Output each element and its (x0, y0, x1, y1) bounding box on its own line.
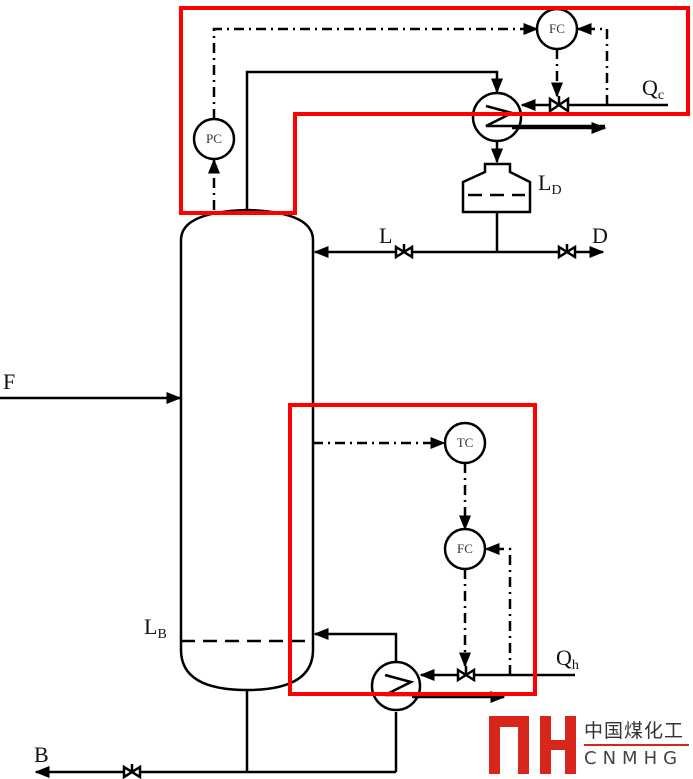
distillate-valve[interactable] (557, 244, 577, 260)
logo-chinese-text: 中国煤化工 (584, 720, 685, 742)
reboiler-vapor-return (313, 628, 398, 662)
logo-english-text: CNMHG (584, 748, 684, 769)
pc-label: PC (206, 131, 222, 146)
reboiler-duty-label: Qh (556, 645, 579, 673)
bottom-level-label: LB (144, 614, 167, 642)
condenser (471, 91, 523, 143)
bottoms-valve[interactable] (122, 764, 142, 779)
bottom-control-highlight (288, 403, 537, 696)
distillate-label: D (592, 223, 608, 248)
fc-top-label: FC (549, 21, 565, 36)
steam-flow-signal (484, 543, 512, 675)
reflux-valve[interactable] (394, 244, 414, 260)
tc-label: TC (457, 435, 474, 450)
distillation-column (179, 208, 315, 692)
top-control-highlight (179, 6, 690, 215)
bottoms-label: B (34, 742, 49, 767)
reflux-drum (461, 162, 532, 214)
logo-mark (489, 716, 576, 774)
feed-label: F (3, 369, 15, 394)
reflux-label: L (379, 223, 392, 248)
overhead-vapor-line (245, 70, 503, 210)
coolant-valve[interactable] (548, 96, 570, 114)
coolant-flow-signal (576, 23, 609, 105)
condenser-duty-label: Qc (642, 75, 664, 103)
steam-valve[interactable] (456, 666, 476, 683)
reboiler (370, 660, 422, 712)
drum-level-label: LD (538, 170, 562, 198)
fc-bottom-label: FC (457, 541, 473, 556)
condenser-coil (485, 104, 605, 128)
logo-divider (584, 744, 689, 746)
pc-to-fc-signal (212, 23, 539, 119)
